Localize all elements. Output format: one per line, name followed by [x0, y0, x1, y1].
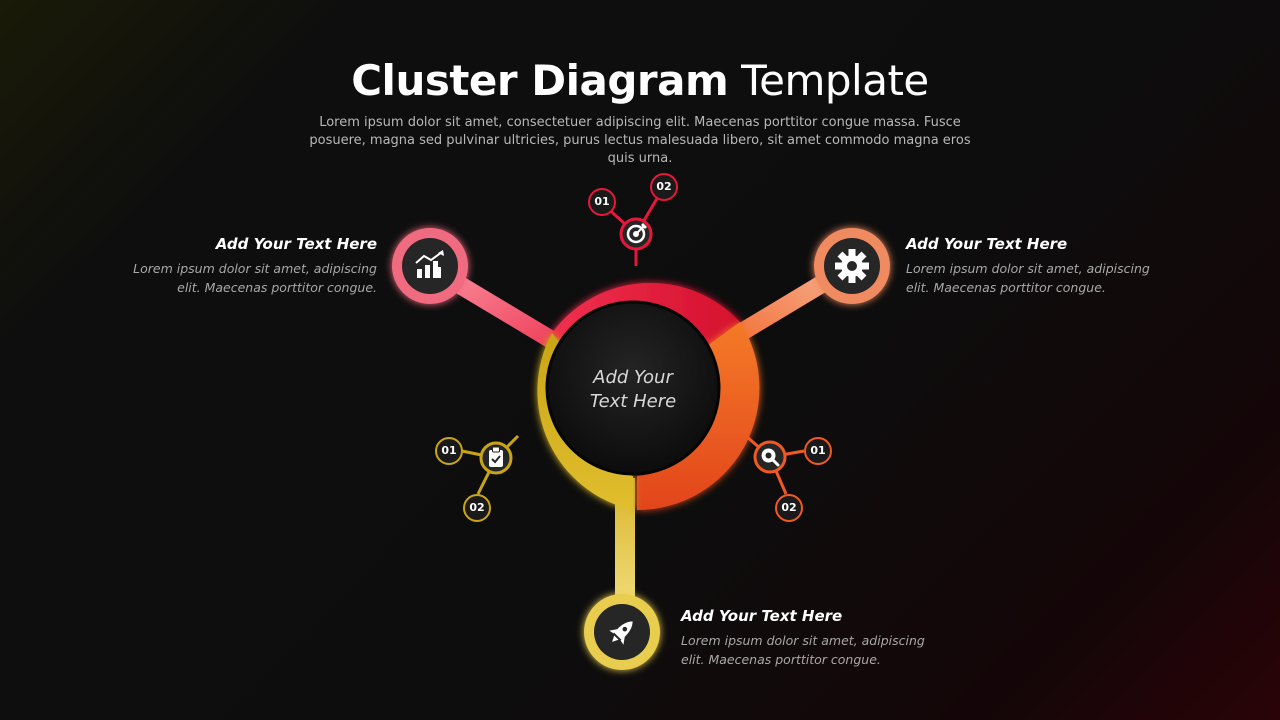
- text-block-left-body-2: elit. Maecenas porttitor congue.: [177, 280, 377, 295]
- text-block-left-heading: Add Your Text Here: [215, 235, 377, 253]
- center-label: Add Your Text Here: [553, 366, 713, 414]
- text-block-bottom-body-2: elit. Maecenas porttitor congue.: [681, 652, 881, 667]
- stem-left: [451, 276, 569, 354]
- text-block-right: Add Your Text Here Lorem ipsum dolor sit…: [906, 235, 1206, 297]
- ring-segment-orange: [637, 322, 760, 511]
- gear-icon: [835, 249, 869, 283]
- badge-left-01: 01: [435, 437, 463, 465]
- badge-right-01: 01: [804, 437, 832, 465]
- badge-right-02: 02: [775, 494, 803, 522]
- title-light: Template: [741, 56, 929, 105]
- text-block-right-heading: Add Your Text Here: [906, 235, 1068, 253]
- badge-left-02: 02: [463, 494, 491, 522]
- text-block-bottom-body-1: Lorem ipsum dolor sit amet, adipiscing: [681, 633, 925, 648]
- page-title: Cluster Diagram Template: [0, 56, 1280, 105]
- target-icon: [626, 223, 647, 244]
- center-line-2: Text Here: [589, 391, 677, 412]
- center-core: [545, 300, 721, 476]
- text-block-bottom: Add Your Text Here Lorem ipsum dolor sit…: [681, 607, 981, 669]
- badge-top-02: 02: [650, 173, 678, 201]
- text-block-left: Add Your Text Here Lorem ipsum dolor sit…: [130, 235, 377, 297]
- title-bold: Cluster Diagram: [351, 56, 729, 105]
- text-block-left-body-1: Lorem ipsum dolor sit amet, adipiscing: [133, 261, 377, 276]
- text-block-right-body-1: Lorem ipsum dolor sit amet, adipiscing: [906, 261, 1150, 276]
- text-block-bottom-heading: Add Your Text Here: [681, 607, 843, 625]
- clipboard-icon: [489, 446, 503, 467]
- text-block-right-body-2: elit. Maecenas porttitor congue.: [906, 280, 1106, 295]
- chart-growth-icon: [415, 250, 444, 278]
- stem-bottom: [615, 478, 635, 606]
- center-line-1: Add Your: [593, 367, 673, 388]
- search-icon: [761, 448, 780, 467]
- page-subtitle: Lorem ipsum dolor sit amet, consectetuer…: [309, 115, 971, 166]
- badge-top-01: 01: [588, 188, 616, 216]
